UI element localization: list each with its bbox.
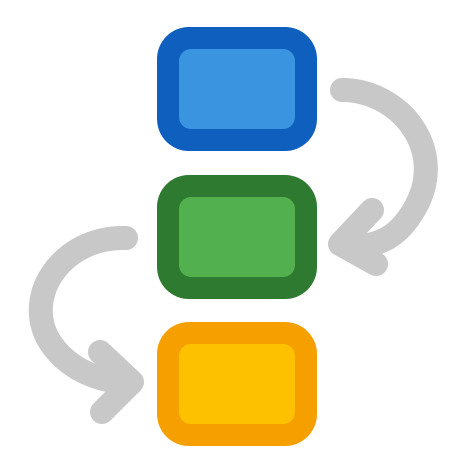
bottom-block-fill [179, 344, 295, 424]
middle-block-fill [179, 197, 295, 277]
left-arrow-shaft [28, 225, 140, 394]
top-block [157, 27, 317, 151]
right-arrow-shaft [330, 78, 438, 259]
right-curved-arrow-icon [328, 78, 438, 276]
left-arrow-head [88, 340, 144, 424]
middle-block [157, 175, 317, 299]
left-curved-arrow-icon [28, 225, 144, 424]
bottom-block [157, 322, 317, 446]
right-arrow-head [328, 198, 388, 276]
top-block-fill [179, 49, 295, 129]
